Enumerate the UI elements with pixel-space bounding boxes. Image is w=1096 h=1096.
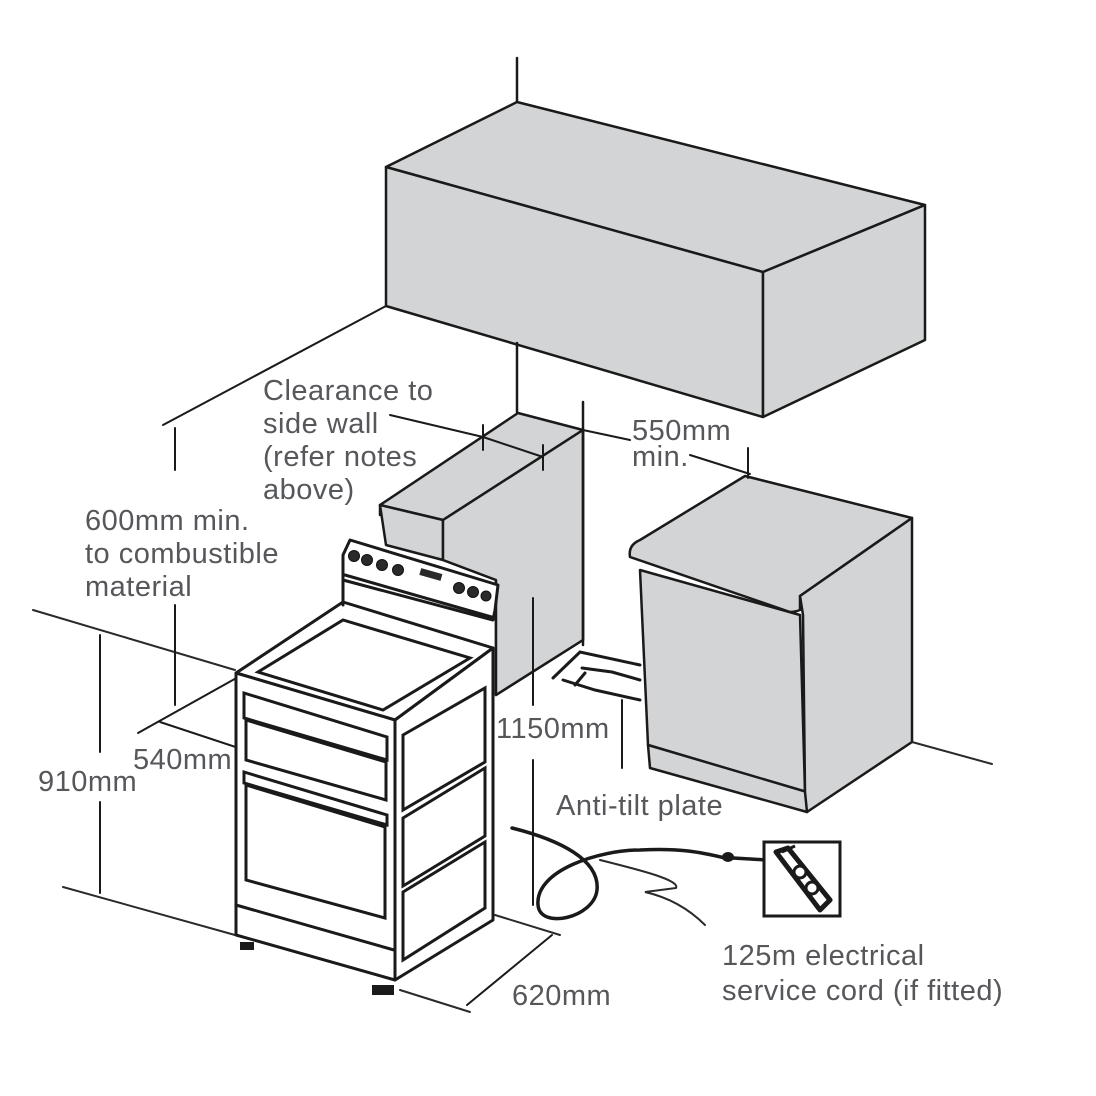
service-cord-line-2: service cord (if fitted) [722,975,1003,1007]
right-bench-cabinet [628,474,993,814]
upper-oven-door-handle [242,690,389,763]
knob-icon [348,550,360,562]
lower-oven-handle [242,769,389,828]
knob-icon [467,586,479,598]
cooker-panel-edge [343,573,497,620]
overhead-ref-line [162,305,387,426]
clearance-side-wall-line-3: (refer notes [263,441,417,473]
side-wall-clearance-dim [389,414,484,438]
depth-620-ref-front [399,989,471,1013]
service-cord-line [510,826,727,921]
cooker-height-label: 910mm [38,766,137,798]
right-floor-line [911,741,993,765]
gap-550-dim-right [689,454,751,475]
drawer-top-edge [234,903,396,952]
lower-oven-door [244,782,387,920]
cord-plug-end [722,852,734,862]
freestanding-cooker [234,538,500,995]
power-plug-icon-pin [792,864,808,880]
overall-height-label: 1150mm [496,713,610,745]
knob-icon [480,590,492,602]
depth-620-ref-back [494,914,561,936]
width-540-dim-tick [137,675,241,734]
cooker-depth-label: 620mm [512,980,611,1012]
display-icon [419,568,443,581]
right-cabinet-side [798,516,914,814]
overhead-cabinet-side [761,203,927,419]
depth-620-dim-line [466,934,553,1006]
gap-550-dim-left [582,429,631,441]
floor-line-left [62,886,236,936]
service-cord-tail [599,859,706,926]
overhead-clearance-line-3: material [85,571,192,603]
knob-icon [392,564,404,576]
clearance-side-wall-line-1: Clearance to [263,375,433,407]
side-panel-middle [401,765,487,889]
anti-tilt-plate-label: Anti-tilt plate [556,790,723,822]
side-wall-dim-span [482,436,544,458]
cooker-side [393,646,495,982]
dimension-lines [32,305,751,1013]
control-knobs [348,550,492,602]
service-cord-label: 125m electrical service cord (if fitted) [722,940,1003,1007]
cooker-foot [372,985,394,995]
gap-550-line-1: 550mm [632,415,731,447]
clearance-side-wall-line-2: side wall [263,408,379,440]
cooker-width-label: 540mm [133,744,232,776]
service-cord [510,826,769,926]
cooker-front [234,671,397,982]
power-plug-icon [762,840,842,918]
overhead-cabinet [384,56,927,419]
cooktop-glass [254,618,474,712]
left-bench-cabinet [378,400,585,697]
gap-550-label: 550mm min. [632,415,740,473]
knob-icon [361,554,373,566]
service-cord-line-1: 125m electrical [722,940,925,972]
labels: Clearance to side wall (refer notes abov… [38,375,1003,1012]
overhead-clearance-line-2: to combustible [85,538,279,570]
overhead-clearance-label: 600mm min. to combustible material [85,505,288,603]
clearance-side-wall-line-4: above) [263,474,355,506]
knob-icon [376,559,388,571]
side-panel-lower [401,839,487,963]
power-plug-icon-prong [781,844,796,854]
clearance-side-wall-label: Clearance to side wall (refer notes abov… [263,375,442,506]
anti-tilt-plate [551,650,642,702]
gap-550-line-2: min. [632,441,689,473]
overhead-clearance-line-1: 600mm min. [85,505,250,537]
knob-icon [453,582,465,594]
anti-tilt-plate-outline [551,650,642,702]
upper-oven-door [244,717,388,802]
cooker-foot [240,942,254,950]
power-plug-icon-pin [804,880,820,896]
wall-floor-line-top [32,609,236,671]
cord-to-plug [731,856,769,862]
side-panel-upper [401,685,487,813]
